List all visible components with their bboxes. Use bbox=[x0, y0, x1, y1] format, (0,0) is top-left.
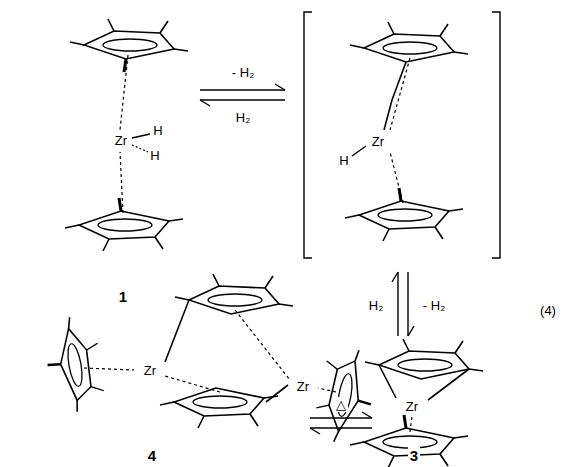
equation-number: (4) bbox=[538, 303, 558, 318]
atom-label: Zr bbox=[295, 379, 311, 394]
atom-label: Zr bbox=[370, 134, 386, 149]
compound-number: 1 bbox=[117, 288, 129, 305]
atom-label: Zr bbox=[142, 363, 158, 378]
reagent-label: - H₂ bbox=[421, 298, 447, 313]
atom-label: H bbox=[148, 148, 161, 163]
compound-number: 4 bbox=[146, 447, 158, 464]
atom-label: H bbox=[151, 123, 164, 138]
heat-symbol: △ bbox=[334, 397, 348, 412]
compound-number: 3 bbox=[408, 447, 420, 464]
atom-label: Zr bbox=[404, 399, 420, 414]
reagent-label: H₂ bbox=[367, 298, 385, 313]
reagent-label: H₂ bbox=[234, 110, 252, 125]
reagent-label: - H₂ bbox=[230, 65, 256, 80]
atom-label: H bbox=[337, 153, 350, 168]
atom-label: Zr bbox=[113, 133, 129, 148]
